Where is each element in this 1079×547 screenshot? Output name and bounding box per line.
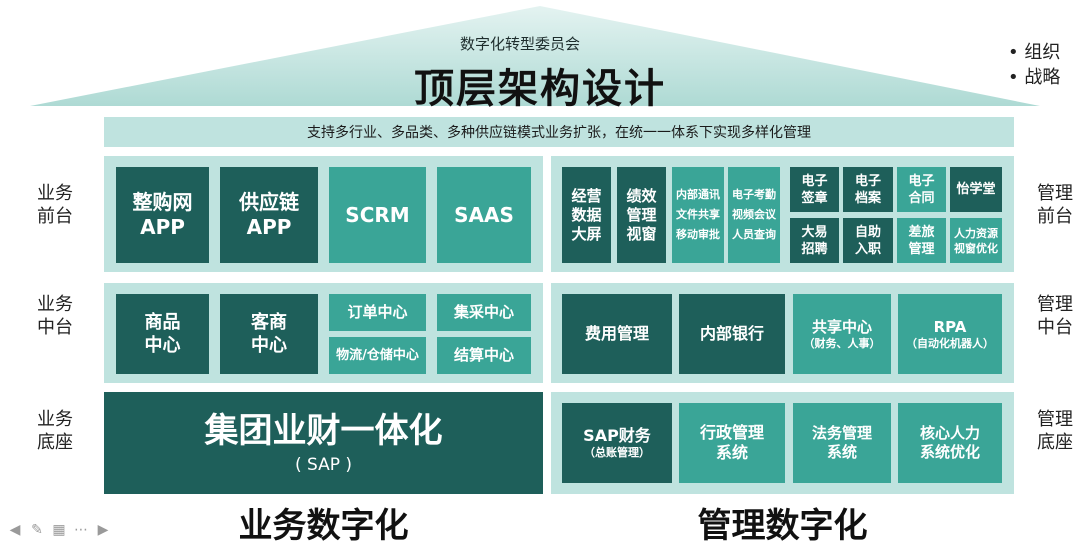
label-management-front: 管理 前台 xyxy=(1037,183,1073,227)
group-finance-integration-box: 集团业财一体化 ( SAP ) xyxy=(104,392,543,494)
internal-bank-box: 内部银行 xyxy=(679,294,785,374)
office-list-1-box: 内部通讯文件共享移动审批 xyxy=(672,167,724,263)
arrow-right-icon[interactable]: ▶ xyxy=(97,522,109,538)
banner: 支持多行业、多品类、多种供应链模式业务扩张，在统一一体系下实现多样化管理 xyxy=(104,117,1014,147)
hr-view-box: 人力资源 视窗优化 xyxy=(950,218,1002,263)
operations-dashboard-box: 经营 数据 大屏 xyxy=(562,167,611,263)
committee-label: 数字化转型委员会 xyxy=(459,35,580,53)
bullet-item: 组织 xyxy=(1008,40,1060,65)
procurement-center-box: 集采中心 xyxy=(437,294,531,331)
bullet-item: 战略 xyxy=(1008,65,1060,90)
label-business-front: 业务 前台 xyxy=(37,183,73,227)
label-business-base: 业务 底座 xyxy=(37,409,73,453)
sap-finance-box: SAP财务（总账管理） xyxy=(562,403,672,483)
pen-icon[interactable]: ✎ xyxy=(31,522,43,538)
rpa-box: RPA（自动化机器人） xyxy=(898,294,1002,374)
legal-system-box: 法务管理 系统 xyxy=(793,403,891,483)
logistics-center-box: 物流/仓储中心 xyxy=(329,337,426,374)
roof xyxy=(30,6,1040,106)
shared-center-box: 共享中心（财务、人事） xyxy=(793,294,891,374)
product-center-box: 商品 中心 xyxy=(116,294,209,374)
scrm-box: SCRM xyxy=(329,167,426,263)
order-center-box: 订单中心 xyxy=(329,294,426,331)
bullet-list: 组织 战略 xyxy=(1008,40,1060,90)
performance-view-box: 绩效 管理 视窗 xyxy=(617,167,666,263)
business-digitalization-label: 业务数字化 xyxy=(238,506,409,546)
more-icon[interactable]: ⋯ xyxy=(74,522,88,538)
label-business-middle: 业务 中台 xyxy=(37,294,73,338)
slides-icon[interactable]: ▦ xyxy=(52,522,66,538)
management-digitalization-label: 管理数字化 xyxy=(697,506,868,546)
label-management-base: 管理 底座 xyxy=(1037,409,1073,453)
e-signature-box: 电子 签章 xyxy=(790,167,839,212)
core-hr-system-box: 核心人力 系统优化 xyxy=(898,403,1002,483)
self-onboarding-box: 自助 入职 xyxy=(843,218,893,263)
office-list-2-box: 电子考勤视频会议人员查询 xyxy=(728,167,780,263)
admin-system-box: 行政管理 系统 xyxy=(679,403,785,483)
page-title: 顶层架构设计 xyxy=(414,66,666,112)
zhenggou-app-box: 整购网 APP xyxy=(116,167,209,263)
arrow-left-icon[interactable]: ◀ xyxy=(9,522,21,538)
saas-box: SAAS xyxy=(437,167,531,263)
supply-chain-app-box: 供应链 APP xyxy=(220,167,318,263)
label-management-middle: 管理 中台 xyxy=(1037,294,1073,338)
slideshow-toolbar: ◀ ✎ ▦ ⋯ ▶ xyxy=(6,522,112,538)
recruitment-box: 大易 招聘 xyxy=(790,218,839,263)
travel-management-box: 差旅 管理 xyxy=(897,218,946,263)
e-contract-box: 电子 合同 xyxy=(897,167,946,212)
e-archive-box: 电子 档案 xyxy=(843,167,893,212)
learning-hall-box: 怡学堂 xyxy=(950,167,1002,212)
merchant-center-box: 客商 中心 xyxy=(220,294,318,374)
settlement-center-box: 结算中心 xyxy=(437,337,531,374)
expense-management-box: 费用管理 xyxy=(562,294,672,374)
